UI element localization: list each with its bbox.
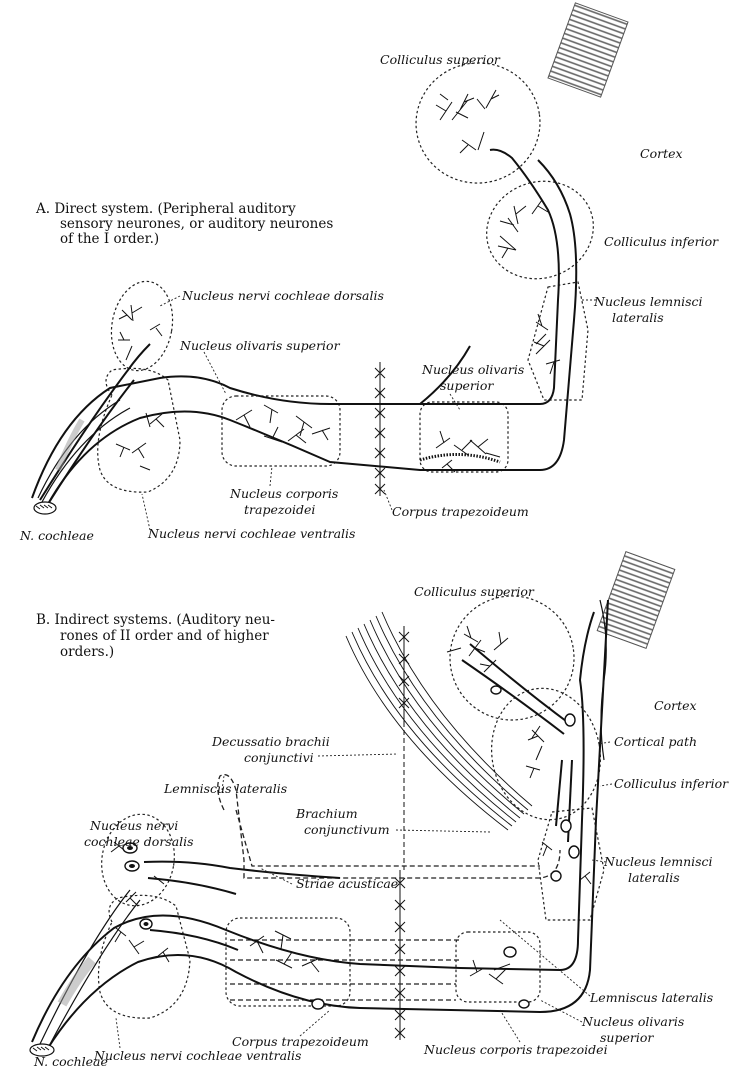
part-b-label-ventral-nucleus: Nucleus nervi cochleae ventralis	[93, 1048, 301, 1063]
part-a-label-nucleus-lemnisci-2: lateralis	[612, 310, 664, 325]
part-b-label-nucleus-lemnisci-1: Nucleus lemnisci	[603, 854, 713, 869]
part-b-label-n-cochleae: N. cochleae	[33, 1054, 108, 1066]
part-b-nerve-stump	[30, 960, 92, 1056]
part-b-caption-line-3: orders.)	[60, 644, 114, 660]
part-b-caption: B. Indirect systems. (Auditory neu- rone…	[36, 612, 275, 660]
part-b-label-olivaris-1: Nucleus olivaris	[581, 1014, 684, 1029]
part-b-label-cortex: Cortex	[654, 698, 697, 713]
cell-lemniscus-2	[569, 846, 579, 858]
part-a-caption: A. Direct system. (Peripheral auditory s…	[35, 201, 333, 247]
part-a-label-colliculus-inferior: Colliculus inferior	[604, 234, 719, 249]
cell-colliculus-inferior	[565, 714, 575, 726]
part-a-caption-line-3: of the I order.)	[60, 231, 159, 247]
part-b-colliculus-superior-region	[442, 588, 582, 728]
part-a-label-olivaris-left: Nucleus olivaris superior	[179, 338, 341, 353]
part-a-colliculus-inferior-region	[473, 166, 607, 293]
part-b-brachium-conjunctivum-fibres	[346, 612, 532, 830]
part-a-label-corporis-trapezoidei-1: Nucleus corporis	[229, 486, 338, 501]
part-b-olivary-region-right	[456, 932, 540, 1002]
part-a-label-corporis-trapezoidei-2: trapezoidei	[244, 502, 315, 517]
part-a-ventral-nucleus-region	[98, 368, 180, 492]
part-b-label-decussatio-1: Decussatio brachii	[211, 734, 330, 749]
part-a-arborizations	[116, 90, 560, 472]
part-b-label-brachium-1: Brachium	[295, 806, 358, 821]
part-a-direct-system: A. Direct system. (Peripheral auditory s…	[19, 3, 719, 543]
part-b-label-corporis-trapezoidei: Nucleus corporis trapezoidei	[423, 1042, 608, 1057]
part-a-label-dorsal-nucleus: Nucleus nervi cochleae dorsalis	[181, 288, 384, 303]
part-b-label-dorsal-1: Nucleus nervi	[89, 818, 178, 833]
part-b-label-colliculus-inferior: Colliculus inferior	[614, 776, 729, 791]
part-a-label-nucleus-lemnisci-1: Nucleus lemnisci	[593, 294, 703, 309]
part-b-cortex-block	[597, 552, 675, 649]
part-b-label-lemniscus-right: Lemniscus lateralis	[589, 990, 713, 1005]
part-b-label-nucleus-lemnisci-2: lateralis	[628, 870, 680, 885]
cell-colliculus-superior	[491, 686, 501, 694]
part-b-caption-line-2: rones of II order and of higher	[60, 628, 269, 644]
part-b-label-colliculus-superior: Colliculus superior	[414, 584, 535, 599]
part-a-caption-line-1: A. Direct system. (Peripheral auditory	[35, 201, 296, 217]
part-b-label-olivaris-2: superior	[600, 1030, 654, 1045]
part-a-midline-decussation	[375, 362, 385, 496]
part-a-colliculus-superior-region	[408, 55, 547, 191]
cell-olivary-right	[504, 947, 516, 957]
part-b-label-dorsal-2: cochleae dorsalis	[84, 834, 194, 849]
part-b-label-decussatio-2: conjunctivi	[244, 750, 314, 765]
part-a-label-ventral-nucleus: Nucleus nervi cochleae ventralis	[147, 526, 355, 541]
part-a-cortex-block	[548, 3, 628, 97]
part-b-label-striae-acusticae: Striae acusticae	[296, 876, 398, 891]
part-a-label-corpus-trapezoideum: Corpus trapezoideum	[392, 504, 529, 519]
part-a-label-olivaris-right-1: Nucleus olivaris	[421, 362, 524, 377]
part-a-label-olivaris-right-2: superior	[440, 378, 494, 393]
cell-trapezoid-left	[312, 999, 324, 1009]
cell-lemniscus-3	[551, 871, 561, 881]
part-a-label-cortex: Cortex	[640, 146, 683, 161]
part-a-label-colliculus-superior: Colliculus superior	[380, 52, 501, 67]
part-b-caption-line-1: B. Indirect systems. (Auditory neu-	[36, 612, 275, 628]
cell-trapezoid-right	[519, 1000, 529, 1008]
cell-lemniscus-1	[561, 820, 571, 832]
part-b-label-lemniscus-top: Lemniscus lateralis	[163, 781, 287, 796]
part-a-caption-line-2: sensory neurones, or auditory neurones	[60, 216, 333, 232]
part-b-label-brachium-2: conjunctivum	[304, 822, 390, 837]
part-b-indirect-systems: B. Indirect systems. (Auditory neu- rone…	[30, 552, 729, 1066]
part-a-leader-lines	[142, 296, 596, 530]
part-b-colliculus-inferior-region	[481, 680, 610, 829]
part-a-label-n-cochleae: N. cochleae	[19, 528, 94, 543]
part-a-dorsal-nucleus-region	[105, 276, 180, 375]
part-b-olivary-region-left	[226, 918, 350, 1006]
part-b-label-cortical-path: Cortical path	[614, 734, 697, 749]
